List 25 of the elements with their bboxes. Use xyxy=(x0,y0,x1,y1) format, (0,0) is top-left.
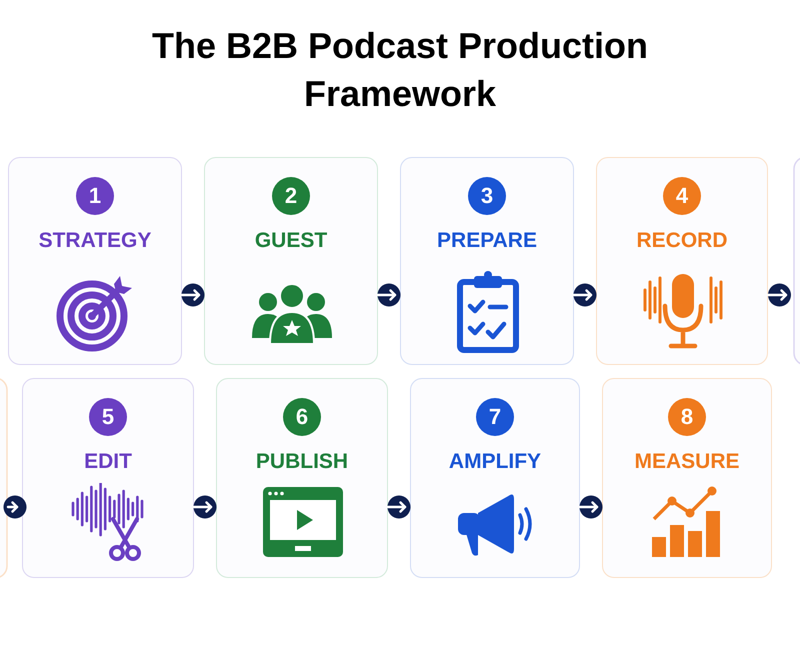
step-label: EDIT xyxy=(84,450,132,473)
step-card xyxy=(22,378,194,578)
step-label: MEASURE xyxy=(634,450,740,473)
step-label: PUBLISH xyxy=(256,450,348,473)
step-number-badge: 6 xyxy=(283,398,321,436)
step-number-badge: 7 xyxy=(476,398,514,436)
step-card xyxy=(602,378,772,578)
step-card xyxy=(8,157,182,365)
step-card xyxy=(596,157,768,365)
step-card xyxy=(204,157,378,365)
step-number-badge: 4 xyxy=(663,177,701,215)
step-label: AMPLIFY xyxy=(448,450,542,473)
step-card xyxy=(216,378,388,578)
step-label: GUEST xyxy=(254,229,328,252)
step-number-badge: 3 xyxy=(468,177,506,215)
step-number-badge: 1 xyxy=(76,177,114,215)
step-label: STRATEGY xyxy=(38,229,152,252)
step-number-badge: 5 xyxy=(89,398,127,436)
step-card xyxy=(400,157,574,365)
step-number-badge: 2 xyxy=(272,177,310,215)
title: The B2B Podcast Production Framework xyxy=(150,24,650,116)
step-label: RECORD xyxy=(636,229,728,252)
step-number-badge: 8 xyxy=(668,398,706,436)
step-card xyxy=(410,378,580,578)
step-label: PREPARE xyxy=(437,229,537,252)
